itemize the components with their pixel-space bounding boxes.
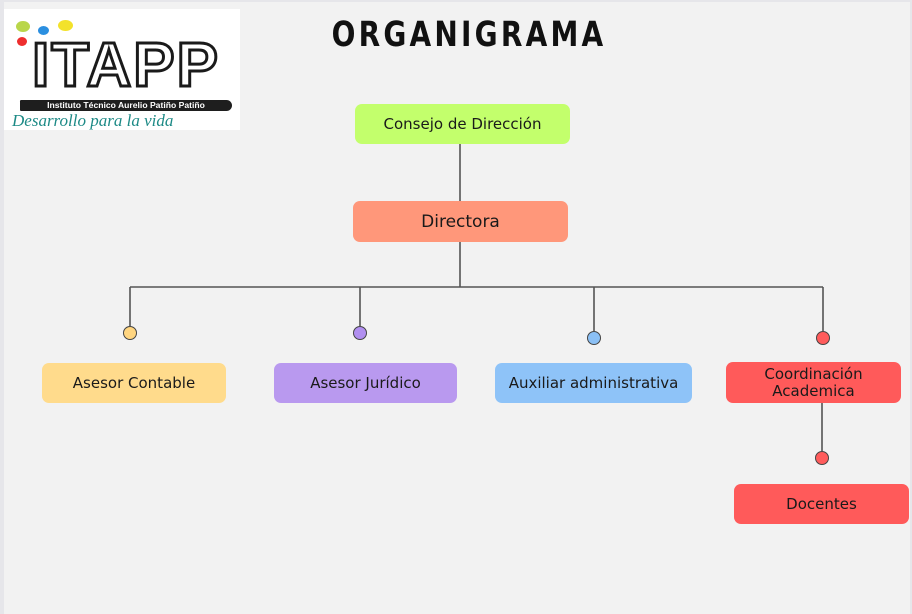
node-coordinacion-academica: Coordinación Academica xyxy=(726,362,901,403)
node-label: Consejo de Dirección xyxy=(383,115,542,133)
node-docentes: Docentes xyxy=(734,484,909,524)
connector-dot-auxiliar xyxy=(587,331,601,345)
node-label: Asesor Contable xyxy=(72,374,196,392)
logo-wordmark: ITAPP xyxy=(31,31,220,100)
logo-dot-green xyxy=(16,21,30,32)
itapp-logo: ITAPP Instituto Técnico Aurelio Patiño P… xyxy=(4,9,240,130)
node-label: Auxiliar administrativa xyxy=(508,374,679,392)
connector-dot-docentes xyxy=(815,451,829,465)
node-consejo-de-direccion: Consejo de Dirección xyxy=(355,104,570,144)
node-auxiliar-administrativa: Auxiliar administrativa xyxy=(495,363,692,403)
logo-dot-red xyxy=(17,37,27,46)
node-directora: Directora xyxy=(353,201,568,242)
logo-dot-blue xyxy=(38,26,49,35)
node-label: Coordinación Academica xyxy=(764,364,863,400)
connector-dot-coordinacion xyxy=(816,331,830,345)
node-asesor-juridico: Asesor Jurídico xyxy=(274,363,457,403)
page-title: ORGANIGRAMA xyxy=(331,15,607,55)
connector-dot-asesor-contable xyxy=(123,326,137,340)
logo-institution-name: Instituto Técnico Aurelio Patiño Patiño xyxy=(47,100,205,110)
node-label: Directora xyxy=(421,211,500,232)
connector-dot-asesor-juridico xyxy=(353,326,367,340)
node-label: Docentes xyxy=(786,495,857,513)
logo-dot-yellow xyxy=(58,20,73,31)
node-asesor-contable: Asesor Contable xyxy=(42,363,226,403)
node-label: Asesor Jurídico xyxy=(310,374,421,392)
logo-tagline: Desarrollo para la vida xyxy=(12,111,174,130)
logo-institution-band: Instituto Técnico Aurelio Patiño Patiño xyxy=(20,100,232,111)
